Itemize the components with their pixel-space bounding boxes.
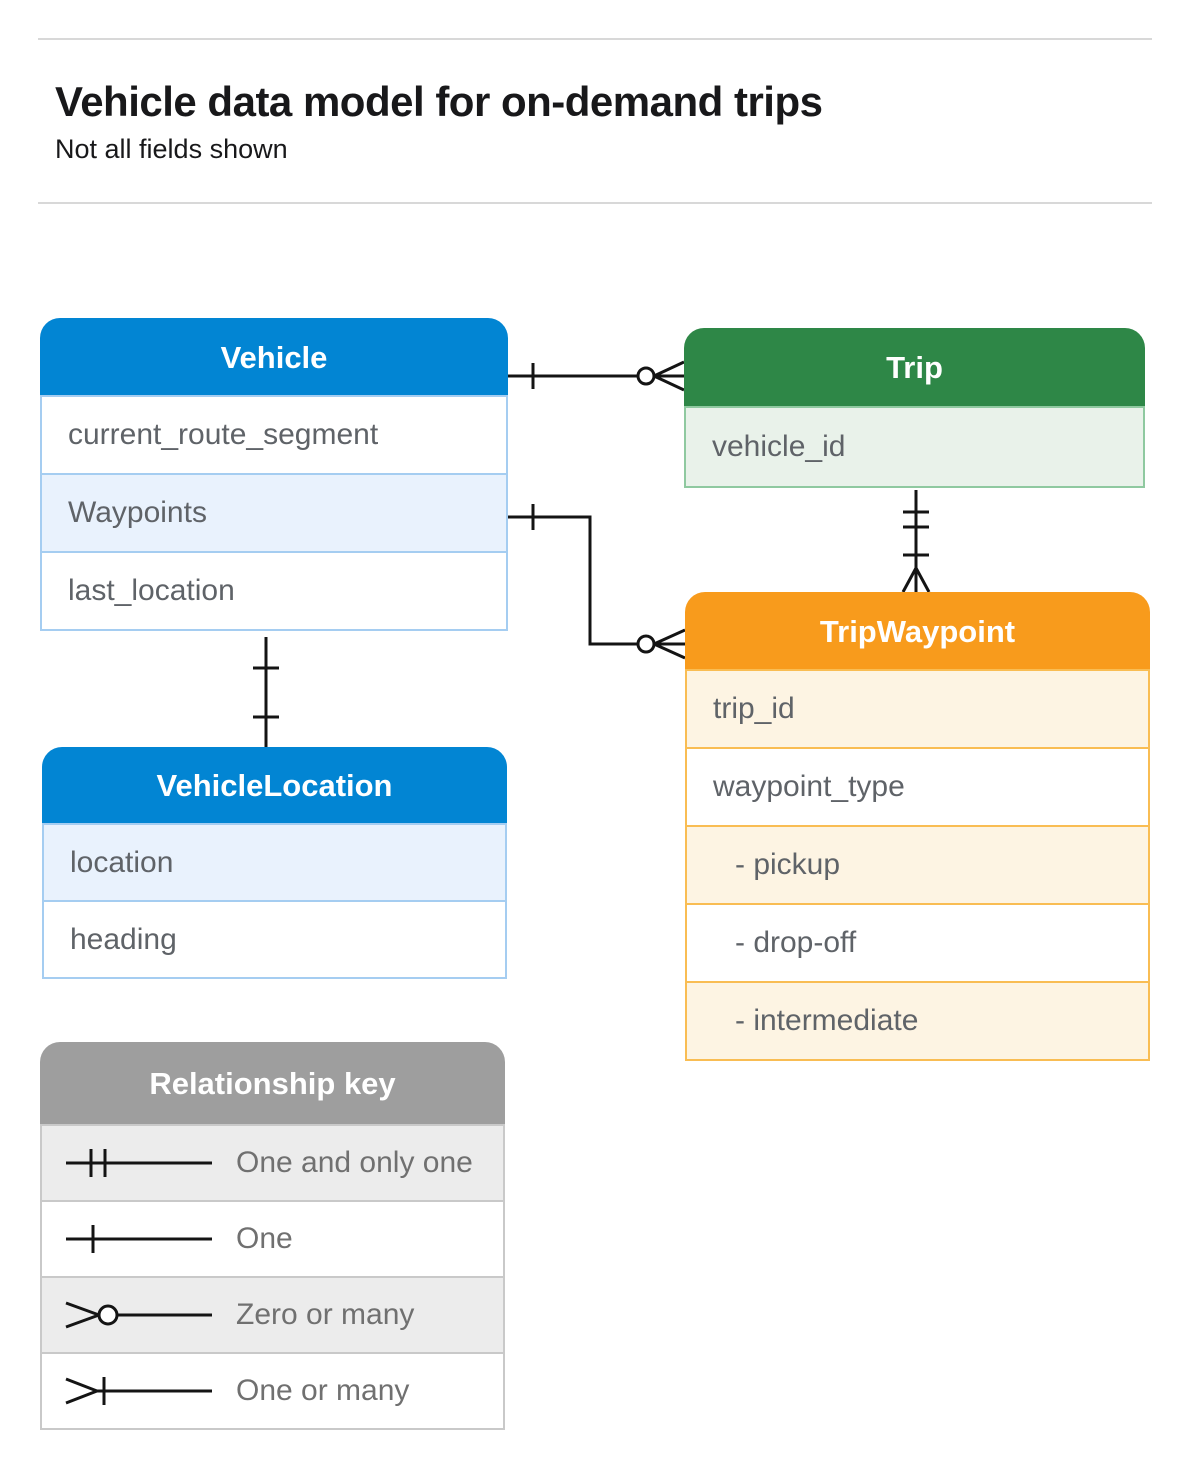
table-row: waypoint_type xyxy=(685,747,1150,827)
table-row: - pickup xyxy=(685,825,1150,905)
trip-table-title: Trip xyxy=(886,350,943,385)
vehiclelocation-table-header: VehicleLocation xyxy=(42,747,507,825)
connector-vehicle-vehiclelocation xyxy=(253,637,279,747)
table-row: current_route_segment xyxy=(40,395,508,475)
page-title: Vehicle data model for on-demand trips xyxy=(55,78,823,125)
relationship-key-title: Relationship key xyxy=(149,1066,396,1101)
legend-label: One or many xyxy=(236,1374,410,1407)
zero-or-many-symbol xyxy=(65,1301,212,1329)
connector-vehicle-trip xyxy=(508,360,685,392)
one-symbol xyxy=(66,1225,212,1253)
tripwaypoint-table: TripWaypoint trip_id waypoint_type - pic… xyxy=(685,592,1150,1061)
page-subtitle: Not all fields shown xyxy=(55,134,288,164)
table-row: Waypoints xyxy=(40,473,508,553)
vehiclelocation-table: VehicleLocation location heading xyxy=(42,747,507,979)
trip-table-header: Trip xyxy=(684,328,1145,408)
trip-table: Trip vehicle_id xyxy=(684,328,1145,488)
legend-label: Zero or many xyxy=(236,1298,415,1331)
table-row: trip_id xyxy=(685,669,1150,749)
one-or-many-symbol xyxy=(65,1377,212,1405)
vehicle-table: Vehicle current_route_segment Waypoints … xyxy=(40,318,508,631)
header-divider xyxy=(38,202,1152,204)
connector-waypoints-tripwaypoint xyxy=(508,504,686,660)
tripwaypoint-table-header: TripWaypoint xyxy=(685,592,1150,671)
vehiclelocation-table-title: VehicleLocation xyxy=(156,768,393,803)
table-row: - drop-off xyxy=(685,903,1150,983)
vehicle-table-header: Vehicle xyxy=(40,318,508,397)
one-and-only-one-symbol xyxy=(66,1149,212,1177)
relationship-key-header: Relationship key xyxy=(40,1042,505,1126)
legend-label: One and only one xyxy=(236,1146,473,1179)
top-divider xyxy=(38,38,1152,40)
connector-trip-tripwaypoint xyxy=(901,490,931,593)
legend-row: One and only one xyxy=(40,1124,505,1202)
table-row: vehicle_id xyxy=(684,406,1145,488)
table-row: last_location xyxy=(40,551,508,631)
table-row: - intermediate xyxy=(685,981,1150,1061)
table-row: heading xyxy=(42,900,507,979)
legend-row: Zero or many xyxy=(40,1276,505,1354)
legend-row: One xyxy=(40,1200,505,1278)
table-row: location xyxy=(42,823,507,902)
vehicle-table-title: Vehicle xyxy=(220,339,328,375)
legend-label: One xyxy=(236,1222,293,1255)
tripwaypoint-table-title: TripWaypoint xyxy=(819,613,1016,649)
relationship-key: Relationship key One and only one One xyxy=(40,1042,505,1430)
legend-row: One or many xyxy=(40,1352,505,1430)
